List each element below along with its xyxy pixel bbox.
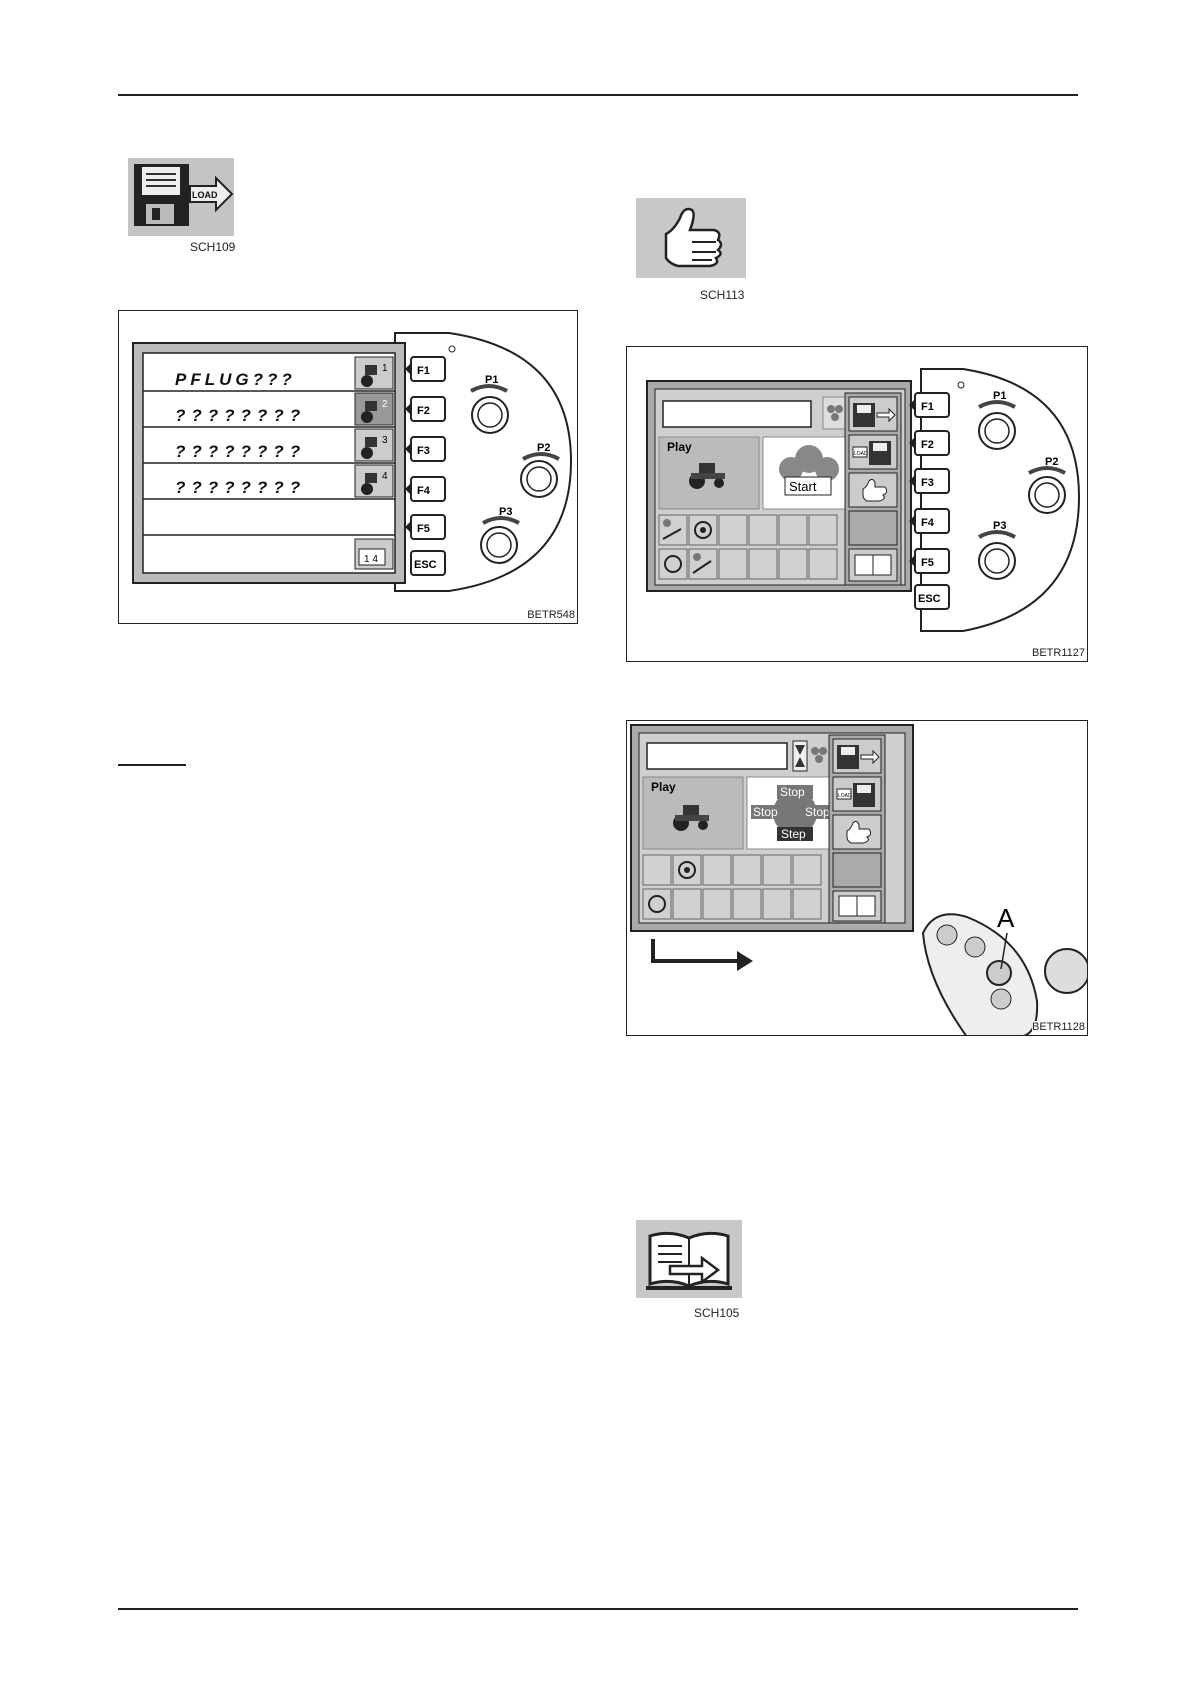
empty-slot [849, 511, 897, 545]
row-name-3: ???????? [175, 442, 306, 461]
footer-rule [118, 1608, 1078, 1610]
book-button-1128[interactable] [833, 891, 881, 921]
right-arrow-icon [737, 951, 753, 971]
counter-slot-text: 1 4 [364, 554, 378, 565]
f2-key[interactable]: F2 [405, 397, 445, 421]
f4-key[interactable]: F4 [405, 477, 445, 501]
figure-betr1128: Play Stop Stop Stop Step LOAD [626, 720, 1088, 1036]
load-icon-text: LOAD [192, 190, 218, 200]
terminal-diagram-1128: Play Stop Stop Stop Step LOAD [627, 721, 1088, 1036]
terminal-diagram-1127: Play Start LOAD F1 F2 F3 F4 F5 ESC [627, 347, 1088, 662]
thumb-button-1128[interactable] [833, 815, 881, 849]
marker-a: A [997, 903, 1015, 933]
f2-key-label: F2 [417, 405, 430, 417]
underlined-heading [118, 752, 186, 766]
tractor-slot-2-icon: 2 [355, 393, 393, 425]
f5-key[interactable]: F5 [405, 515, 445, 539]
esc-label-1127: ESC [918, 593, 941, 605]
f2-key-1127[interactable]: F2 [909, 431, 949, 455]
f3-key[interactable]: F3 [405, 437, 445, 461]
step-label: Step [781, 827, 806, 841]
f4-key-1127[interactable]: F4 [909, 509, 949, 533]
caption-betr548: BETR548 [527, 609, 575, 621]
slot-number-4: 4 [382, 471, 388, 482]
esc-key-1127[interactable]: ESC [915, 585, 949, 609]
f1-key[interactable]: F1 [405, 357, 445, 381]
f2-label-1127: F2 [921, 439, 934, 451]
slot-number-3: 3 [382, 435, 388, 446]
play-label-1127: Play [667, 440, 692, 454]
f3-key-1127[interactable]: F3 [909, 469, 949, 493]
start-label: Start [789, 479, 817, 494]
load-diskette-button[interactable]: LOAD [849, 435, 897, 469]
caption-betr1127: BETR1127 [1032, 647, 1085, 659]
tractor-slot-1-icon: 1 [355, 357, 393, 389]
esc-key-label: ESC [414, 559, 437, 571]
stop-top-label: Stop [780, 785, 805, 799]
slot-number-2: 2 [382, 399, 388, 410]
f1-key-1127[interactable]: F1 [909, 393, 949, 417]
empty-slot-1128 [833, 853, 881, 887]
load-small-label-1127: LOAD [854, 451, 868, 457]
play-label-1128: Play [651, 780, 676, 794]
book-button[interactable] [849, 549, 897, 581]
f5-key-1127[interactable]: F5 [909, 549, 949, 573]
stop-left-label: Stop [753, 805, 778, 819]
row-name-4: ???????? [175, 478, 306, 497]
f4-label-1127: F4 [921, 517, 935, 529]
caption-betr1128: BETR1128 [1032, 1021, 1085, 1033]
caption-sch105: SCH105 [694, 1306, 739, 1320]
hourglass-icon [793, 741, 807, 771]
counter-slot-icon: 1 4 [355, 539, 393, 569]
esc-key[interactable]: ESC [411, 551, 445, 575]
slot-number-1: 1 [382, 363, 388, 374]
f1-key-label: F1 [417, 365, 430, 377]
load-diskette-icon: LOAD [128, 158, 234, 236]
header-rule [118, 94, 1078, 96]
save-diskette-button[interactable] [849, 397, 897, 431]
thumbs-up-icon [636, 198, 746, 278]
tractor-slot-3-icon: 3 [355, 429, 393, 461]
f5-label-1127: F5 [921, 557, 934, 569]
f1-label-1127: F1 [921, 401, 934, 413]
figure-betr548: PFLUG??? ???????? ???????? ???????? 1 2 … [118, 310, 578, 624]
f3-key-label: F3 [417, 445, 430, 457]
caption-sch109: SCH109 [190, 240, 235, 254]
load-small-label-1128: LOAD [838, 793, 852, 799]
open-book-arrow-icon [636, 1220, 742, 1298]
caption-sch113: SCH113 [700, 288, 744, 302]
stop-right-label: Stop [805, 805, 830, 819]
f3-label-1127: F3 [921, 477, 934, 489]
figure-betr1127: Play Start LOAD F1 F2 F3 F4 F5 ESC [626, 346, 1088, 662]
row-name-2: ???????? [175, 406, 306, 425]
f5-key-label: F5 [417, 523, 430, 535]
load-diskette-button-1128[interactable]: LOAD [833, 777, 881, 811]
save-diskette-button-1128[interactable] [833, 739, 881, 773]
row-name-1: PFLUG??? [175, 370, 296, 389]
terminal-diagram-548: PFLUG??? ???????? ???????? ???????? 1 2 … [119, 311, 578, 624]
tractor-slot-4-icon: 4 [355, 465, 393, 497]
f4-key-label: F4 [417, 485, 431, 497]
thumb-button[interactable] [849, 473, 897, 507]
